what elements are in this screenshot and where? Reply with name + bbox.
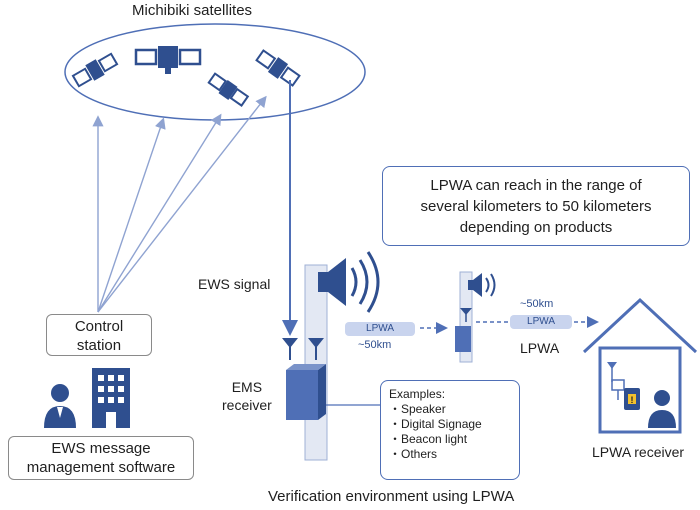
speaker-icon	[318, 251, 380, 313]
lpwa-tag-2-bg	[510, 315, 572, 329]
second-receiver-box	[455, 326, 471, 352]
satellite-icon	[207, 72, 250, 107]
software-line1: EWS message	[51, 440, 151, 457]
satellites-ellipse	[64, 23, 366, 121]
svg-text:!: !	[631, 395, 634, 405]
person-icon	[648, 390, 676, 428]
antenna-icon	[282, 338, 324, 360]
uplink-arrows	[92, 95, 267, 313]
ews-signal-label: EWS signal	[198, 276, 271, 292]
example-item: ・Beacon light	[389, 432, 468, 446]
control-station-label-line2: station	[76, 337, 122, 354]
example-item: ・Digital Signage	[389, 417, 482, 431]
ems-receiver-line1: EMS	[231, 379, 263, 395]
note-line1: LPWA can reach in the range of	[430, 177, 642, 194]
lpwa-receiver-label: LPWA receiver	[592, 444, 685, 460]
building-icon	[92, 368, 130, 428]
satellite-icon	[71, 52, 119, 88]
caption: Verification environment using LPWA	[268, 488, 515, 505]
note-line2: several kilometers to 50 kilometers	[420, 198, 652, 215]
lpwa-distance-1: ~50km	[358, 339, 392, 351]
example-item: ・Speaker	[389, 402, 446, 416]
control-station-box: Control station	[46, 314, 152, 356]
satellite-icon	[255, 49, 301, 87]
control-station-label-line1: Control	[74, 318, 124, 335]
examples-title: Examples:	[389, 387, 446, 401]
lpwa-tag-1: LPWA	[366, 323, 394, 334]
lpwa-distance-2: ~50km	[520, 298, 554, 310]
software-line2: management software	[26, 459, 176, 476]
antenna-icon	[460, 308, 472, 322]
lpwa-range-note: LPWA can reach in the range of several k…	[382, 166, 690, 246]
person-icon	[44, 384, 76, 428]
speaker-icon	[468, 273, 496, 297]
lpwa-label: LPWA	[520, 340, 560, 356]
satellite-icon	[134, 46, 202, 74]
examples-box: Examples: ・Speaker ・Digital Signage ・Bea…	[380, 380, 520, 480]
satellites-title: Michibiki satellites	[132, 2, 253, 19]
lpwa-tag-2: LPWA	[527, 316, 555, 327]
ems-receiver-line2: receiver	[222, 397, 272, 413]
house-icon	[582, 297, 698, 434]
main-tower	[304, 264, 328, 461]
ems-receiver-box	[286, 364, 326, 420]
lpwa-receiver-device: !	[607, 362, 640, 410]
note-line3: depending on products	[459, 219, 613, 236]
ems-receiver-label: EMS receiver	[222, 378, 272, 414]
example-item: ・Others	[389, 447, 438, 461]
lpwa-tag-1-bg	[345, 322, 415, 336]
software-box: EWS message management software	[8, 436, 194, 480]
